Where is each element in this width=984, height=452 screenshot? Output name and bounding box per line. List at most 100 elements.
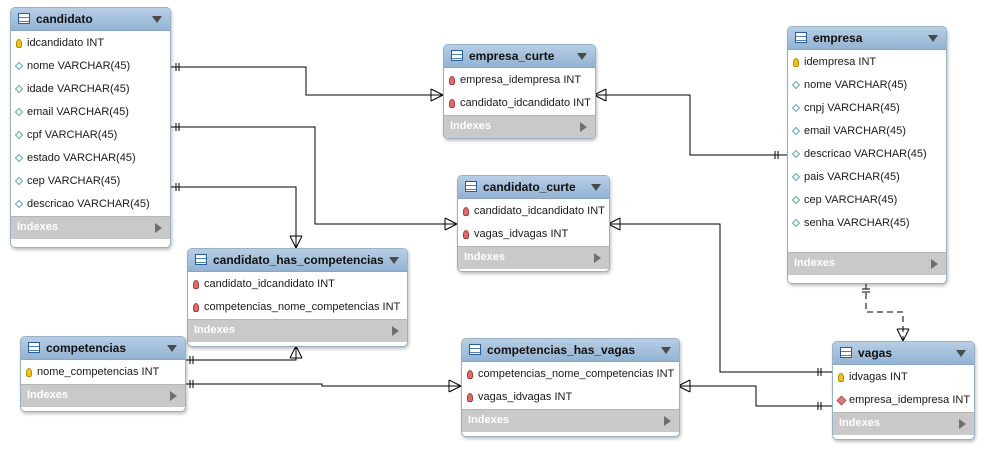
collapse-arrow-icon[interactable] (591, 184, 601, 191)
foreign-key-icon (449, 99, 455, 108)
column-diamond-icon (791, 195, 801, 205)
table-name: candidato (36, 12, 93, 26)
column-row[interactable]: cnpj VARCHAR(45) (788, 97, 946, 120)
table-icon (451, 50, 463, 61)
foreign-key-diamond-icon (836, 395, 847, 406)
column-diamond-icon (14, 176, 24, 186)
column-row[interactable]: vagas_idvagas INT (462, 386, 679, 409)
column-row[interactable]: email VARCHAR(45) (788, 120, 946, 143)
column-diamond-icon (791, 103, 801, 113)
expand-arrow-icon[interactable] (959, 419, 966, 429)
expand-arrow-icon[interactable] (580, 122, 587, 132)
table-icon (195, 254, 207, 265)
table-name: competencias (46, 341, 127, 355)
indexes-bar[interactable]: Indexes (462, 409, 679, 432)
collapse-arrow-icon[interactable] (661, 347, 671, 354)
indexes-bar[interactable]: Indexes (11, 216, 170, 239)
foreign-key-icon (193, 280, 199, 289)
collapse-arrow-icon[interactable] (577, 53, 587, 60)
collapse-arrow-icon[interactable] (928, 35, 938, 42)
table-header[interactable]: vagas (833, 342, 974, 365)
table-header[interactable]: competencias_has_vagas (462, 339, 679, 362)
column-row[interactable]: competencias_nome_competencias INT (462, 363, 679, 386)
table-candidato-curte[interactable]: candidato_curte candidato_idcandidato IN… (457, 175, 610, 272)
column-row[interactable]: idvagas INT (833, 366, 974, 389)
column-row[interactable]: pais VARCHAR(45) (788, 166, 946, 189)
column-row[interactable]: nome VARCHAR(45) (11, 55, 170, 78)
rel-empresa-vagas (865, 283, 904, 341)
indexes-bar[interactable]: Indexes (458, 246, 609, 269)
column-row[interactable]: cpf VARCHAR(45) (11, 124, 170, 147)
column-row[interactable]: nome_competencias INT (21, 361, 185, 384)
column-diamond-icon (791, 218, 801, 228)
column-row[interactable]: estado VARCHAR(45) (11, 147, 170, 170)
indexes-bar[interactable]: Indexes (444, 115, 595, 138)
table-vagas[interactable]: vagas idvagas INT empresa_idempresa INT … (832, 341, 975, 440)
indexes-bar[interactable]: Indexes (21, 384, 185, 407)
column-row[interactable]: cep VARCHAR(45) (11, 170, 170, 193)
column-diamond-icon (14, 61, 24, 71)
indexes-bar[interactable]: Indexes (833, 412, 974, 435)
column-row[interactable]: idade VARCHAR(45) (11, 78, 170, 101)
table-header[interactable]: candidato_has_competencias (188, 249, 407, 272)
collapse-arrow-icon[interactable] (389, 257, 399, 264)
table-candidato-has-competencias[interactable]: candidato_has_competencias candidato_idc… (187, 248, 408, 347)
expand-arrow-icon[interactable] (664, 416, 671, 426)
primary-key-icon (26, 368, 32, 377)
column-row[interactable]: empresa_idempresa INT (444, 69, 595, 92)
column-row[interactable]: competencias_nome_competencias INT (188, 296, 407, 319)
table-empresa[interactable]: empresa idempresa INT nome VARCHAR(45) c… (787, 26, 947, 284)
table-name: candidato_curte (483, 180, 576, 194)
column-diamond-icon (14, 107, 24, 117)
column-row[interactable]: empresa_idempresa INT (833, 389, 974, 412)
column-row[interactable]: vagas_idvagas INT (458, 223, 609, 246)
column-diamond-icon (14, 130, 24, 140)
indexes-bar[interactable]: Indexes (788, 252, 946, 275)
primary-key-icon (793, 58, 799, 67)
expand-arrow-icon[interactable] (170, 391, 177, 401)
table-competencias[interactable]: competencias nome_competencias INT Index… (20, 336, 186, 412)
table-header[interactable]: candidato (11, 8, 170, 31)
expand-arrow-icon[interactable] (594, 253, 601, 263)
indexes-bar[interactable]: Indexes (188, 319, 407, 342)
table-name: candidato_has_competencias (213, 253, 384, 267)
column-row[interactable]: idcandidato INT (11, 32, 170, 55)
foreign-key-icon (463, 230, 469, 239)
column-row[interactable]: senha VARCHAR(45) (788, 212, 946, 235)
table-competencias-has-vagas[interactable]: competencias_has_vagas competencias_nome… (461, 338, 680, 437)
column-row[interactable]: nome VARCHAR(45) (788, 74, 946, 97)
collapse-arrow-icon[interactable] (152, 16, 162, 23)
rel-vagas-has-competencias (678, 385, 832, 407)
column-row[interactable]: idempresa INT (788, 51, 946, 74)
expand-arrow-icon[interactable] (155, 223, 162, 233)
column-diamond-icon (14, 84, 24, 94)
column-row[interactable]: candidato_idcandidato INT (458, 200, 609, 223)
expand-arrow-icon[interactable] (931, 259, 938, 269)
column-row[interactable]: candidato_idcandidato INT (188, 273, 407, 296)
column-row[interactable]: cep VARCHAR(45) (788, 189, 946, 212)
expand-arrow-icon[interactable] (392, 326, 399, 336)
table-header[interactable]: candidato_curte (458, 176, 609, 199)
column-diamond-icon (791, 80, 801, 90)
primary-key-icon (838, 373, 844, 382)
column-row[interactable]: descricao VARCHAR(45) (788, 143, 946, 166)
table-header[interactable]: empresa_curte (444, 45, 595, 68)
table-empresa-curte[interactable]: empresa_curte empresa_idempresa INT cand… (443, 44, 596, 139)
column-diamond-icon (14, 153, 24, 163)
table-icon (465, 181, 477, 192)
rel-empresa-empresa-curte (594, 94, 787, 156)
column-diamond-icon (14, 199, 24, 209)
column-diamond-icon (791, 126, 801, 136)
column-row[interactable]: email VARCHAR(45) (11, 101, 170, 124)
column-row[interactable]: candidato_idcandidato INT (444, 92, 595, 115)
table-header[interactable]: empresa (788, 27, 946, 50)
table-header[interactable]: competencias (21, 337, 185, 360)
column-row[interactable]: descricao VARCHAR(45) (11, 193, 170, 216)
collapse-arrow-icon[interactable] (956, 350, 966, 357)
rel-candidato-candidato-curte (170, 126, 457, 225)
rel-candidato-has-competencias (170, 186, 297, 248)
primary-key-icon (16, 39, 22, 48)
table-candidato[interactable]: candidato idcandidato INT nome VARCHAR(4… (10, 7, 171, 248)
collapse-arrow-icon[interactable] (167, 345, 177, 352)
